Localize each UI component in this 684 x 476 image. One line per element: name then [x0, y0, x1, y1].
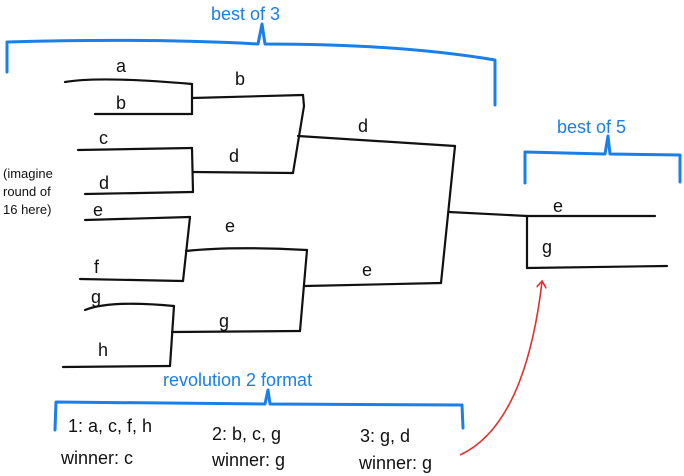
connector-eg	[298, 248, 309, 333]
format-1-games: 1: a, c, f, h	[68, 416, 153, 436]
round2-label-b: b	[235, 69, 246, 89]
format-2-winner: winner: g	[212, 450, 286, 470]
bracket-line-d	[83, 190, 195, 196]
best-of-3-brace	[5, 22, 497, 107]
round1-label-g: g	[91, 287, 102, 307]
final-line	[447, 210, 529, 218]
round-of-16-note-line-3: 16 here)	[3, 202, 52, 217]
round2-line-e	[184, 247, 309, 253]
semi-line-e	[303, 281, 443, 288]
round1-label-c: c	[99, 128, 108, 148]
round-of-16-note-line-2: round of	[3, 184, 51, 199]
final-line-g	[525, 264, 669, 270]
round2-label-d: d	[229, 146, 240, 166]
round1-label-f: f	[94, 257, 100, 277]
round1-label-h: h	[98, 340, 109, 360]
round1-label-d: d	[99, 173, 110, 193]
round1-label-e: e	[93, 200, 104, 220]
semi-line-d	[296, 134, 457, 148]
format-1-winner: winner: c	[61, 448, 134, 468]
round1-label-a: a	[116, 56, 127, 76]
bracket-line-a	[63, 78, 194, 86]
round2-label-e: e	[225, 216, 236, 236]
bracket-line-h	[61, 364, 172, 369]
semi-label-d: d	[358, 116, 369, 136]
format-2-games: 2: b, c, g	[212, 424, 282, 444]
best-of-5-label: best of 5	[557, 117, 627, 137]
round2-line-g	[170, 329, 302, 334]
round2-line-d	[191, 170, 295, 175]
semi-label-e: e	[362, 260, 373, 280]
connector-de	[439, 144, 457, 285]
bracket-line-f	[78, 277, 185, 283]
round-of-16-note-line-1: (imagine	[3, 166, 53, 181]
connector-gh	[168, 304, 176, 368]
red-arrow	[459, 282, 542, 456]
format-3-winner: winner: g	[359, 453, 433, 473]
revolution-brace	[53, 388, 465, 432]
format-3-games: 3: g, d	[360, 426, 411, 446]
bracket-line-c	[76, 146, 194, 152]
round1-label-b: b	[116, 93, 127, 113]
final-label-g: g	[542, 237, 553, 257]
connector-cd	[190, 146, 195, 194]
best-of-3-label: best of 3	[211, 4, 281, 24]
round2-line-b	[190, 93, 305, 100]
connector-ef	[181, 215, 192, 283]
bracket-line-e	[83, 215, 192, 222]
connector-bd	[291, 93, 306, 175]
revolution-format-label: revolution 2 format	[163, 370, 313, 390]
round2-label-g: g	[219, 311, 230, 331]
bracket-line-g	[83, 302, 176, 312]
best-of-5-brace	[523, 134, 682, 185]
final-label-e: e	[553, 196, 564, 216]
